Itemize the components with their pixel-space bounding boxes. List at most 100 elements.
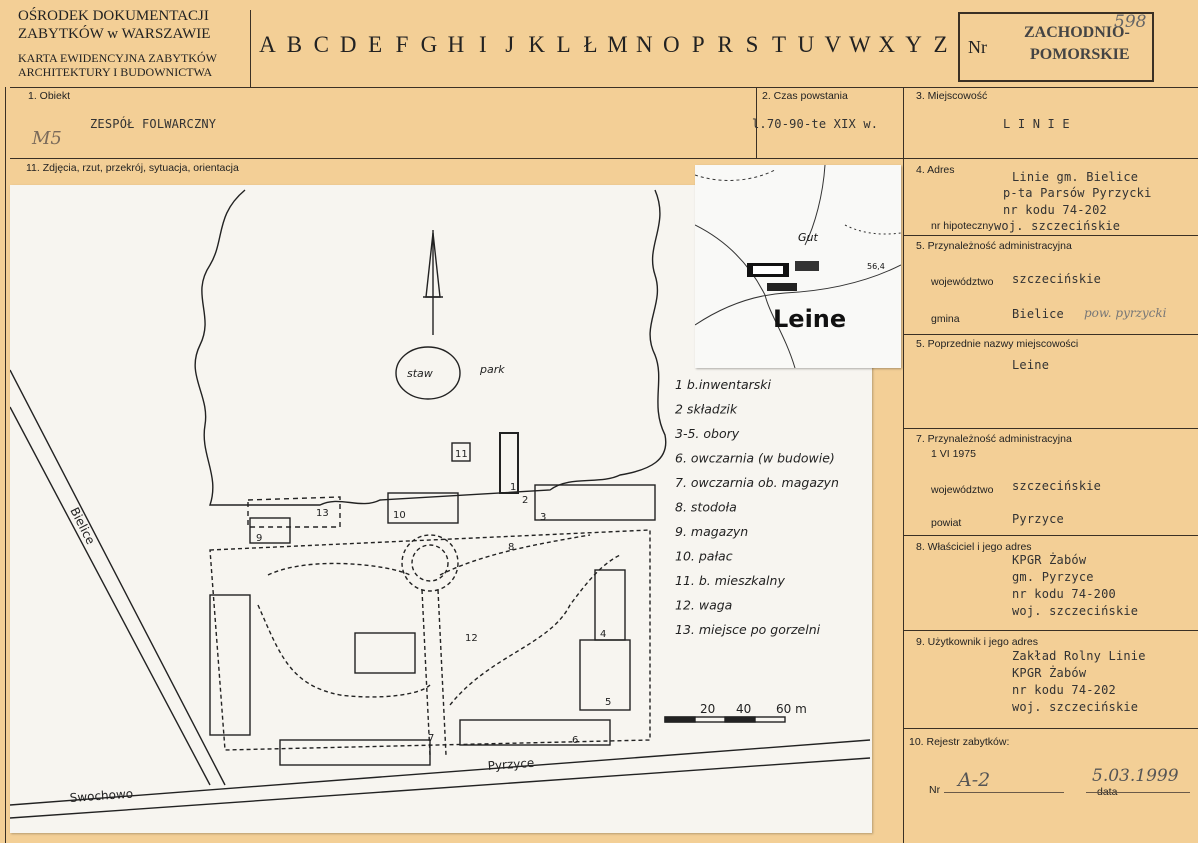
alphabet-letter: Ł <box>583 32 598 57</box>
building-number: 6 <box>572 735 578 746</box>
legend-item: 12. waga <box>675 598 732 613</box>
building <box>499 432 519 494</box>
card-number: 598 <box>1114 12 1147 32</box>
row-divider <box>10 158 1198 159</box>
alphabet-letter: K <box>528 32 545 57</box>
przynaleznosc-1975-label: 7. Przynależność administracyjna <box>916 433 1072 445</box>
legend-item: 8. stodoła <box>675 500 737 515</box>
alphabet-letter: X <box>878 32 895 57</box>
alphabet-letter: C <box>313 32 329 57</box>
alphabet-letter: Z <box>933 32 948 57</box>
road-bielice <box>9 369 226 786</box>
scale-label: 40 <box>736 702 751 716</box>
building-number: 9 <box>256 533 262 544</box>
adres-line-3: nr kodu 74-202 <box>1003 203 1107 217</box>
wojewodztwo-1975-value: szczecińskie <box>1012 479 1102 493</box>
building-number: 2 <box>522 495 528 506</box>
building-number: 4 <box>600 629 606 640</box>
scale-label: 60 m <box>776 702 807 716</box>
alphabet-letter: U <box>797 32 815 57</box>
rejestr-nr-value: A-2 <box>958 769 991 791</box>
data-underline <box>1086 792 1190 793</box>
alphabet-letter: A <box>259 32 276 57</box>
wojewodztwo-label: województwo <box>931 276 994 288</box>
col-divider <box>250 10 251 88</box>
alphabet-letter: Y <box>905 32 922 57</box>
legend-item: 11. b. mieszkalny <box>675 573 785 588</box>
gmina-label: gmina <box>931 313 960 325</box>
alphabet-letter: V <box>824 32 842 57</box>
wlasciciel-line-1: KPGR Żabów <box>1012 553 1087 567</box>
wojewodztwo-1975-label: województwo <box>931 484 994 496</box>
alphabet-letter: I <box>479 32 487 57</box>
alphabet-letter: D <box>339 32 357 57</box>
wlasciciel-label: 8. Właściciel i jego adres <box>916 541 1032 553</box>
building <box>354 632 416 674</box>
miejscowosc-label: 3. Miejscowość <box>916 90 988 102</box>
building <box>279 739 431 766</box>
powiat-label: powiat <box>931 517 962 529</box>
poprzednie-value: Leine <box>1012 358 1050 372</box>
rejestr-label: 10. Rejestr zabytków: <box>909 736 1010 748</box>
building-number: 11 <box>455 449 468 460</box>
road-bielice-label: Bielice <box>67 505 97 547</box>
building <box>534 484 656 521</box>
col-divider <box>756 87 757 159</box>
alphabet-letter: H <box>447 32 465 57</box>
obiekt-value: ZESPÓŁ FOLWARCZNY <box>90 117 217 131</box>
alphabet-letter: R <box>717 32 733 57</box>
building <box>579 639 631 711</box>
alphabet-letter: M <box>607 32 628 57</box>
legend-item: 13. miejsce po gorzelni <box>675 622 821 637</box>
row-divider <box>903 630 1198 631</box>
map-gut-label: Gut <box>798 231 818 244</box>
building-number: 13 <box>316 508 329 519</box>
legend-item: 10. pałac <box>675 549 733 564</box>
legend-item: 2 składzik <box>675 402 738 417</box>
alphabet-letter: T <box>771 32 786 57</box>
alphabet-letter: N <box>636 32 653 57</box>
uzytkownik-line-1: Zakład Rolny Linie <box>1012 649 1146 663</box>
building <box>249 517 291 544</box>
miejscowosc-value: L I N I E <box>1003 117 1070 131</box>
location-map: Gut 56,4 Leine <box>694 164 902 369</box>
alphabet-letter: L <box>556 32 571 57</box>
gmina-note: pow. pyrzycki <box>1084 306 1167 320</box>
adres-line-2: p-ta Parsów Pyrzycki <box>1003 186 1152 200</box>
park-outline <box>194 189 667 506</box>
map-place-label: Leine <box>773 305 846 333</box>
road-swochowo <box>9 739 871 806</box>
col-divider <box>903 87 904 843</box>
powiat-value: Pyrzyce <box>1012 512 1064 526</box>
building-number: 10 <box>393 510 406 521</box>
region-line2: POMORSKIE <box>1030 46 1130 63</box>
org-name-line1: OŚRODEK DOKUMENTACJI <box>18 8 209 24</box>
uzytkownik-line-3: nr kodu 74-202 <box>1012 683 1116 697</box>
building <box>209 594 251 736</box>
obiekt-note: M5 <box>32 128 62 149</box>
alphabet-letter: E <box>368 32 383 57</box>
rejestr-nr-label: Nr <box>929 784 941 796</box>
yard-boundary <box>209 529 651 751</box>
nr-label: Nr <box>968 37 987 57</box>
building <box>451 442 471 462</box>
wojewodztwo-value: szczecińskie <box>1012 272 1102 286</box>
gmina-value: Bielice <box>1012 307 1064 321</box>
card-type-line2: ARCHITEKTURY I BUDOWNICTWA <box>18 65 213 79</box>
adres-line-4: woj. szczecińskie <box>994 219 1121 233</box>
org-name-line2: ZABYTKÓW w WARSZAWIE <box>18 26 211 42</box>
region-line1: ZACHODNIO- <box>1024 24 1130 41</box>
legend-item: 7. owczarnia ob. magazyn <box>675 475 839 490</box>
card-type-line1: KARTA EWIDENCYJNA ZABYTKÓW <box>18 51 217 65</box>
adres-line-1: Linie gm. Bielice <box>1012 170 1139 184</box>
building-number: 8 <box>508 542 514 553</box>
uzytkownik-label: 9. Użytkownik i jego adres <box>916 636 1038 648</box>
road-pyrzyce-label: Pyrzyce <box>487 756 535 773</box>
obiekt-label: 1. Obiekt <box>28 90 71 102</box>
legend-item: 1 b.inwentarski <box>675 377 772 392</box>
alphabet-letter: B <box>286 32 303 57</box>
row-divider <box>903 334 1198 335</box>
rejestr-data-value: 5.03.1999 <box>1092 766 1179 786</box>
